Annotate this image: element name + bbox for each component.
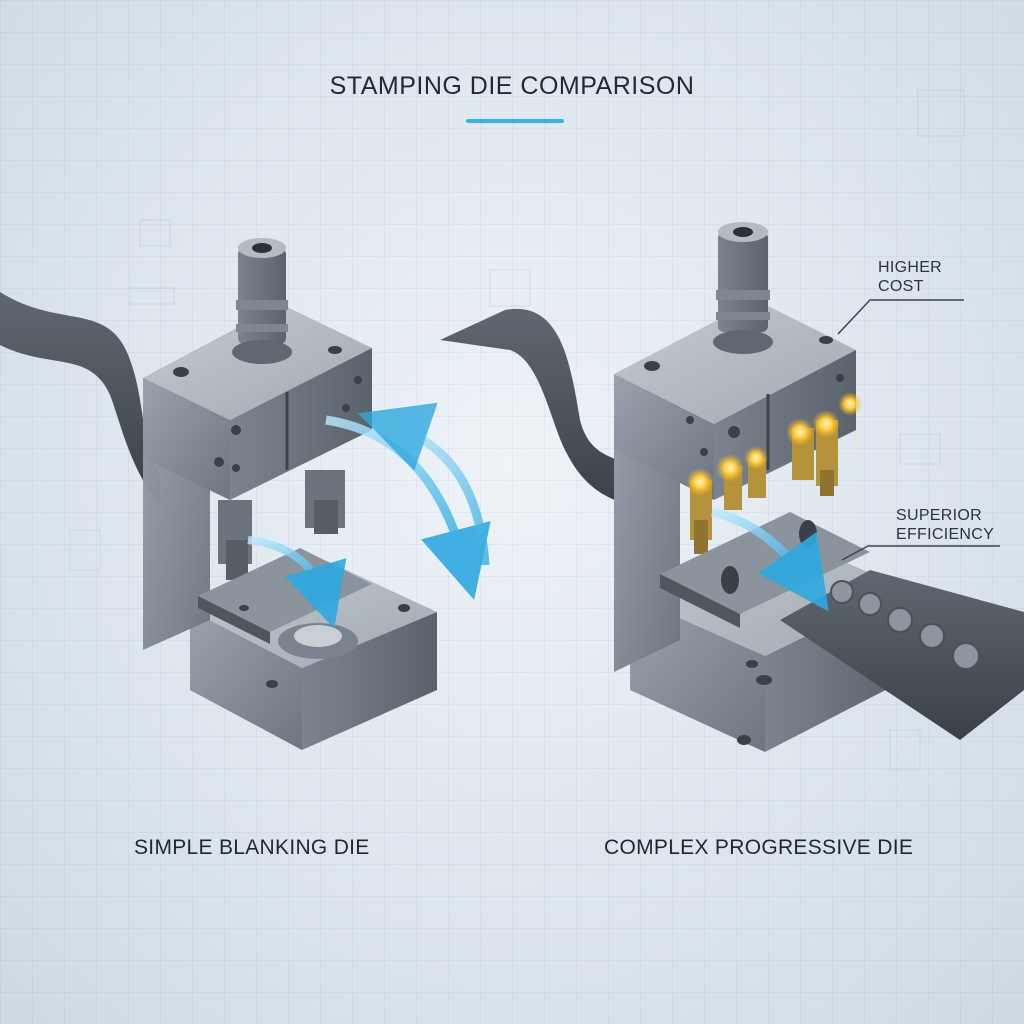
- punch-glow-points: [686, 392, 862, 496]
- background-blueprint-marks: [69, 89, 965, 771]
- complex-progressive-die-caption: COMPLEX PROGRESSIVE DIE: [604, 836, 914, 859]
- right-metal-strip-out: [780, 570, 1024, 740]
- stamped-parts: [830, 580, 980, 670]
- right-metal-strip-in: [440, 308, 660, 510]
- simple-blanking-die-caption: SIMPLE BLANKING DIE: [134, 836, 370, 859]
- superior-efficiency-line2: EFFICIENCY: [896, 526, 995, 543]
- right-feed-arrow: [711, 507, 829, 612]
- left-return-stroke-arrow: [357, 402, 490, 566]
- complex-progressive-die: [440, 222, 1024, 752]
- left-metal-strip: [0, 292, 160, 505]
- simple-blanking-die: [0, 238, 491, 750]
- left-feed-arrow: [247, 536, 347, 629]
- page-title: STAMPING DIE COMPARISON: [329, 72, 695, 100]
- title-underline: [466, 119, 564, 123]
- higher-cost-line2: COST: [878, 278, 924, 295]
- higher-cost-line1: HIGHER: [878, 259, 943, 276]
- higher-cost-callout: HIGHER COST: [878, 258, 942, 296]
- superior-efficiency-callout: SUPERIOR EFFICIENCY: [896, 506, 994, 544]
- superior-efficiency-line1: SUPERIOR: [896, 507, 982, 524]
- cost-leader-line: [837, 299, 964, 335]
- efficiency-leader-line: [841, 545, 1000, 561]
